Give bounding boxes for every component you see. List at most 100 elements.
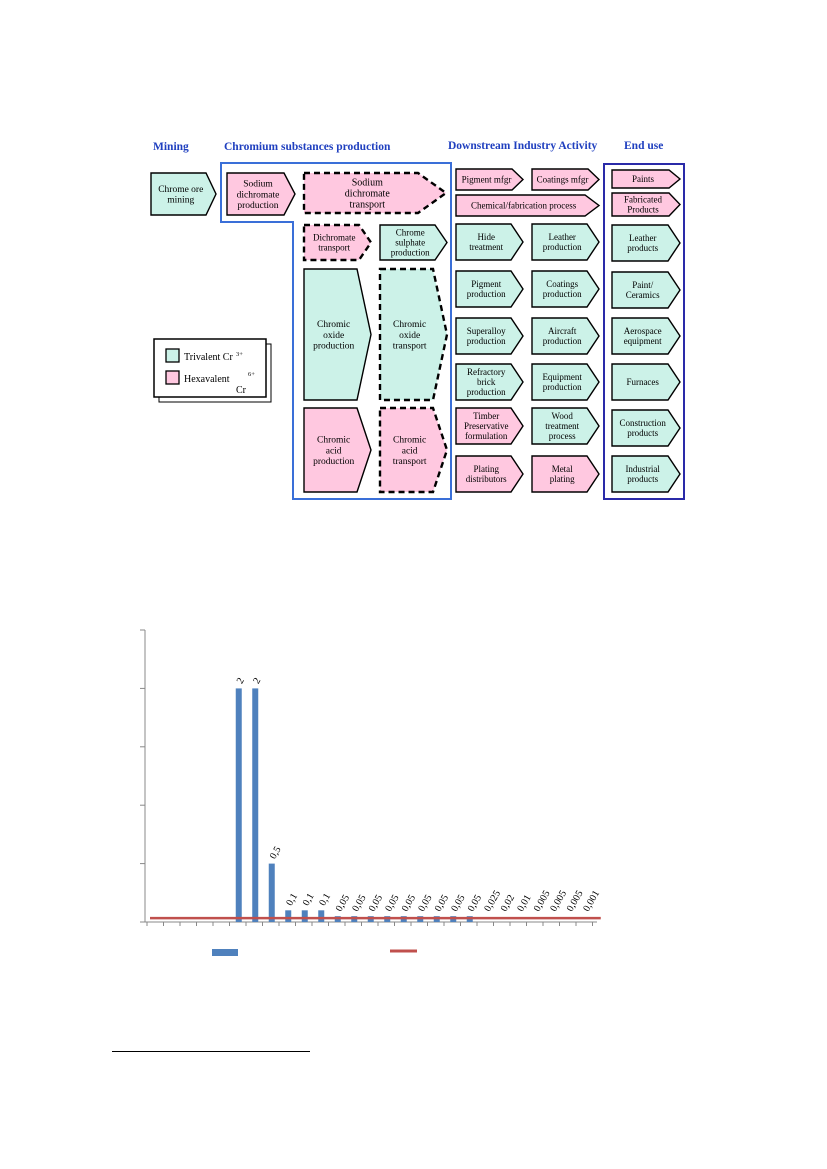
data-label: 0,1 bbox=[317, 891, 333, 907]
node-shape bbox=[303, 407, 372, 493]
node-label-line: products bbox=[627, 243, 658, 253]
node-label-line: Coatings mfgr bbox=[537, 175, 589, 185]
node-shape bbox=[531, 317, 600, 355]
node-label-line: Leather bbox=[629, 233, 656, 243]
bar bbox=[252, 688, 259, 922]
node-label-line: production bbox=[543, 382, 582, 392]
node-shape bbox=[303, 268, 372, 401]
bar bbox=[318, 910, 325, 922]
node-label-line: Aircraft bbox=[548, 326, 577, 336]
node-shape bbox=[611, 224, 681, 262]
node-shape bbox=[455, 407, 524, 445]
node-label-line: Coatings bbox=[546, 279, 578, 289]
node-label-line: Pigment bbox=[471, 279, 502, 289]
node-shape bbox=[611, 363, 681, 401]
legend-swatch-bars bbox=[212, 949, 238, 956]
node-label-line: production bbox=[313, 341, 354, 351]
node-label-line: oxide bbox=[323, 331, 344, 341]
node-label-line: process bbox=[549, 431, 576, 441]
data-label: 0,05 bbox=[383, 893, 401, 914]
node-shape bbox=[455, 455, 524, 493]
node-label-line: production bbox=[313, 457, 354, 467]
data-label: 0,05 bbox=[400, 893, 418, 914]
node-label-line: treatment bbox=[469, 242, 503, 252]
node-shape bbox=[611, 271, 681, 309]
node-label-line: dichromate bbox=[345, 189, 391, 200]
node-shape bbox=[531, 168, 601, 191]
node-shape bbox=[611, 317, 681, 355]
node-shape bbox=[531, 363, 600, 401]
node-label-line: Chemical/fabrication process bbox=[471, 201, 577, 211]
node-label-line: Preservative bbox=[464, 421, 508, 431]
legend-hexavalent-label: Hexavalent bbox=[184, 374, 230, 385]
data-label: 0,05 bbox=[334, 893, 352, 914]
bar bbox=[268, 863, 275, 922]
node-shape bbox=[611, 455, 681, 493]
node-label-line: Chromic bbox=[393, 436, 426, 446]
node-label-line: acid bbox=[326, 446, 342, 456]
heading-mining: Mining bbox=[153, 141, 189, 153]
node-shape bbox=[531, 455, 600, 493]
node-label-line: production bbox=[543, 336, 582, 346]
node-label-line: Chromic bbox=[393, 320, 426, 330]
node-label-line: Chromic bbox=[317, 436, 350, 446]
node-label-line: brick bbox=[477, 377, 496, 387]
node-shape bbox=[455, 363, 524, 401]
node-shape bbox=[455, 223, 524, 261]
data-label: 0,05 bbox=[350, 893, 368, 914]
node-chemical-fabrication-process: Chemical/fabrication process bbox=[455, 194, 601, 217]
node-shape bbox=[226, 172, 296, 216]
node-label-line: mining bbox=[167, 196, 194, 206]
data-label: 0,1 bbox=[301, 891, 317, 907]
node-shape bbox=[611, 169, 682, 189]
node-shape bbox=[455, 270, 524, 308]
data-label: 0,05 bbox=[433, 893, 451, 914]
node-label-line: Furnaces bbox=[626, 377, 659, 387]
production-region-frame bbox=[220, 162, 452, 500]
data-label: 0,05 bbox=[449, 893, 467, 914]
node-label-line: Wood bbox=[552, 411, 574, 421]
node-label-line: products bbox=[627, 428, 658, 438]
node-label-line: Chrome ore bbox=[158, 185, 203, 195]
node-furnaces: Furnaces bbox=[611, 363, 681, 401]
node-label-line: formulation bbox=[465, 431, 508, 441]
node-label-line: Industrial bbox=[625, 464, 660, 474]
node-label-line: production bbox=[391, 248, 430, 258]
legend-hexavalent-cr: Cr bbox=[236, 385, 247, 396]
node-label-line: Equipment bbox=[542, 372, 582, 382]
node-shape bbox=[455, 317, 524, 355]
node-label-line: transport bbox=[393, 341, 427, 351]
node-label-line: sulphate bbox=[395, 238, 425, 248]
node-label-line: Superalloy bbox=[467, 326, 506, 336]
node-shape bbox=[611, 409, 681, 447]
node-label-line: Fabricated bbox=[624, 195, 662, 205]
data-label: 0,01 bbox=[515, 893, 533, 914]
node-label-line: acid bbox=[402, 446, 418, 456]
node-shape bbox=[611, 192, 681, 217]
node-label-line: Plating bbox=[473, 464, 499, 474]
node-shape bbox=[378, 267, 449, 402]
node-label-line: dichromate bbox=[237, 190, 280, 200]
node-label-line: Sodium bbox=[352, 177, 383, 188]
heading-end-use: End use bbox=[624, 140, 663, 152]
